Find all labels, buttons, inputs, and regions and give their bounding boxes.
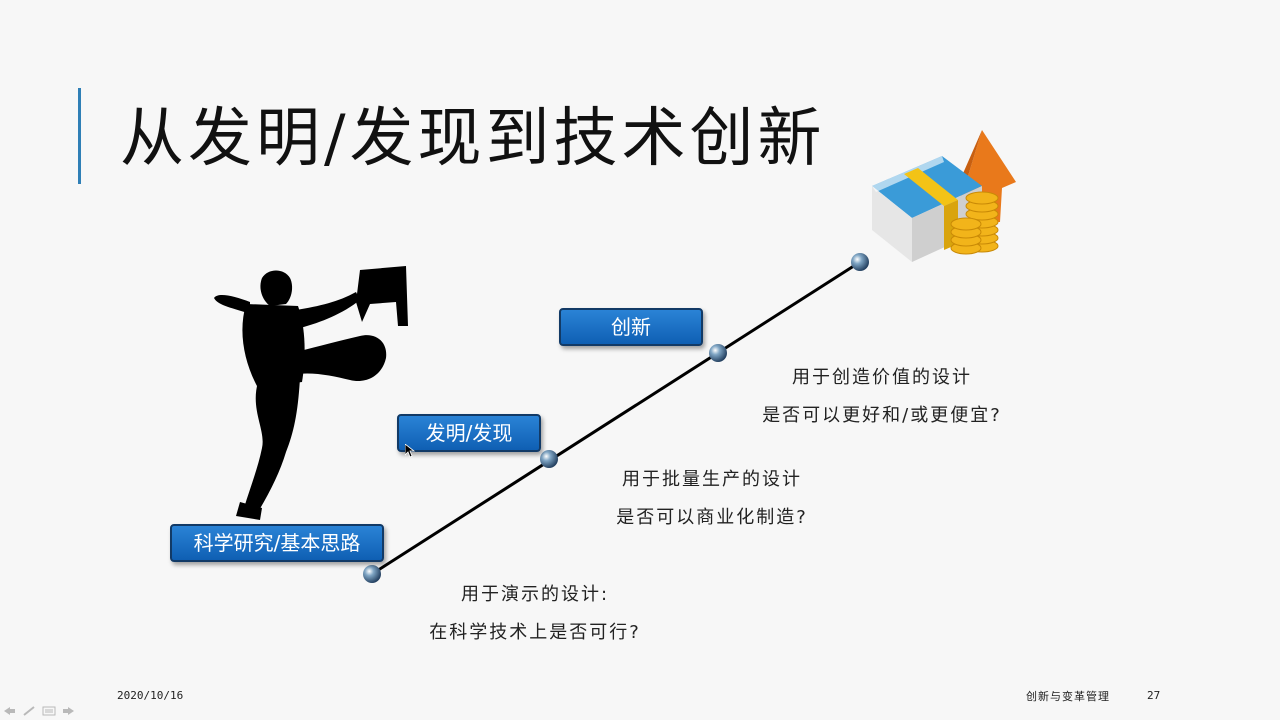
stage-desc-research-line2: 在科学技术上是否可行? bbox=[429, 622, 641, 643]
title-accent-bar bbox=[78, 88, 81, 184]
stage-desc-invention: 用于批量生产的设计 是否可以商业化制造? bbox=[592, 461, 832, 537]
slide-menu-icon[interactable] bbox=[42, 701, 56, 716]
stage-label-innovation: 创新 bbox=[559, 308, 703, 346]
slideshow-controls bbox=[2, 701, 92, 716]
footer-course-title: 创新与变革管理 bbox=[1026, 690, 1110, 703]
pen-tool-icon[interactable] bbox=[22, 701, 36, 716]
node-invention bbox=[540, 450, 558, 468]
stage-desc-innovation-line1: 用于创造价值的设计 bbox=[792, 367, 972, 388]
mouse-cursor-icon bbox=[405, 444, 415, 458]
footer-page-number: 27 bbox=[1147, 689, 1161, 702]
stage-desc-invention-line2: 是否可以商业化制造? bbox=[616, 507, 808, 528]
node-start bbox=[363, 565, 381, 583]
stage-label-research: 科学研究/基本思路 bbox=[170, 524, 384, 562]
stage-desc-research-line1: 用于演示的设计: bbox=[460, 584, 610, 605]
node-innovation bbox=[709, 344, 727, 362]
stage-desc-research: 用于演示的设计: 在科学技术上是否可行? bbox=[410, 576, 660, 652]
footer-date: 2020/10/16 bbox=[117, 689, 184, 702]
stage-desc-innovation: 用于创造价值的设计 是否可以更好和/或更便宜? bbox=[752, 359, 1012, 435]
stage-label-invention: 发明/发现 bbox=[397, 414, 541, 452]
jumping-businessman-silhouette-icon bbox=[214, 266, 408, 520]
next-slide-icon[interactable] bbox=[62, 701, 76, 715]
progress-line bbox=[371, 260, 861, 576]
money-stack-and-coins-icon bbox=[872, 130, 1016, 262]
slide-title: 从发明/发现到技术创新 bbox=[120, 102, 826, 176]
node-end bbox=[851, 253, 869, 271]
previous-slide-icon[interactable] bbox=[2, 701, 16, 715]
stage-desc-invention-line1: 用于批量生产的设计 bbox=[622, 469, 802, 490]
stage-desc-innovation-line2: 是否可以更好和/或更便宜? bbox=[762, 405, 1002, 426]
